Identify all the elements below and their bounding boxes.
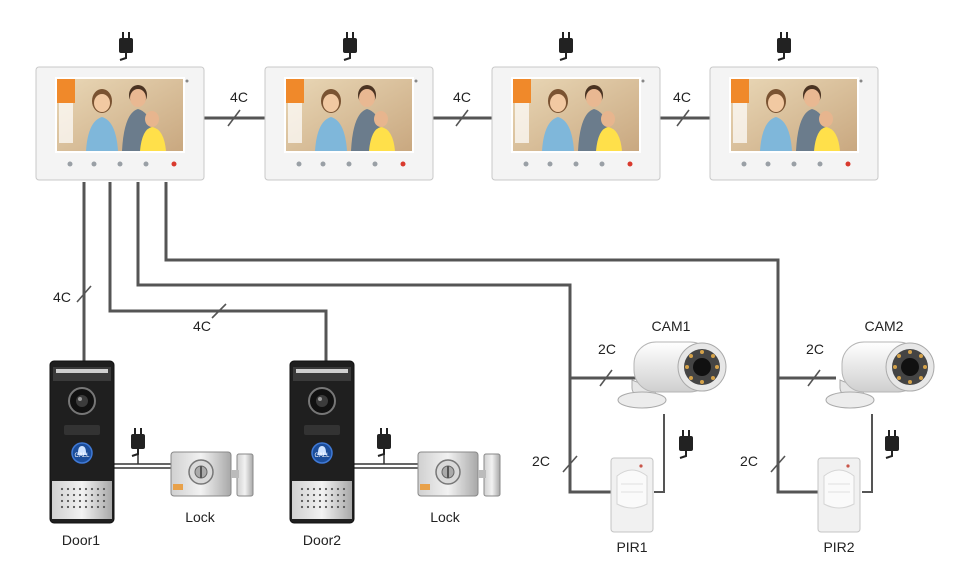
wire-pir2	[776, 378, 818, 494]
door-station-1	[49, 360, 115, 524]
monitor-3	[491, 66, 661, 181]
label-monitor-link-2: 4C	[453, 89, 471, 105]
power-adapter-icon	[130, 427, 146, 457]
door1-call-text: CALL	[74, 453, 90, 459]
label-lock-2: Lock	[430, 509, 461, 525]
tick-monitor-3-4	[676, 109, 690, 127]
tick-pir1	[562, 455, 578, 473]
pir-sensor-1	[610, 457, 654, 533]
label-door2-link: 4C	[193, 318, 211, 334]
pir-sensor-2	[817, 457, 861, 533]
tick-cam2	[807, 369, 821, 387]
power-adapter-icon	[558, 31, 574, 61]
door2-call-text: CALL	[314, 453, 330, 459]
label-monitor-link-3: 4C	[673, 89, 691, 105]
label-pir1-link: 2C	[532, 453, 550, 469]
power-adapter-icon	[884, 429, 900, 459]
tick-monitor-1-2	[227, 109, 241, 127]
power-adapter-icon	[342, 31, 358, 61]
wire-cam2	[164, 182, 836, 380]
wire-pir1	[568, 378, 612, 494]
tick-monitor-2-3	[455, 109, 469, 127]
monitor-1	[35, 66, 205, 181]
label-pir2-link: 2C	[740, 453, 758, 469]
tick-cam1	[599, 369, 613, 387]
tick-pir2	[770, 455, 786, 473]
camera-1	[617, 341, 727, 409]
power-adapter-icon	[776, 31, 792, 61]
power-adapter-icon	[118, 31, 134, 61]
wire-door2	[108, 182, 328, 362]
lock-wires	[112, 452, 418, 469]
label-cam1: CAM1	[652, 318, 691, 334]
label-door1: Door1	[62, 532, 100, 548]
label-lock-1: Lock	[185, 509, 216, 525]
wire-cam2-pir2-power	[862, 414, 873, 493]
power-adapter-icon	[376, 427, 392, 457]
tick-door2	[211, 303, 227, 319]
label-door1-link: 4C	[53, 289, 71, 305]
electric-lock-1	[170, 451, 254, 497]
monitor-2	[264, 66, 434, 181]
monitor-4	[709, 66, 879, 181]
label-pir2: PIR2	[823, 539, 854, 555]
label-cam2-link: 2C	[806, 341, 824, 357]
camera-2	[825, 341, 935, 409]
wire-cam1-pir1-power	[654, 414, 665, 493]
label-cam2: CAM2	[865, 318, 904, 334]
label-cam1-link: 2C	[598, 341, 616, 357]
power-adapter-icon	[678, 429, 694, 459]
label-monitor-link-1: 4C	[230, 89, 248, 105]
wire-ticks	[76, 109, 821, 473]
electric-lock-2	[417, 451, 501, 497]
label-door2: Door2	[303, 532, 341, 548]
labels: 4C 4C 4C 4C 4C 2C 2C 2C 2C Door1 Door2 L…	[53, 89, 904, 555]
label-pir1: PIR1	[616, 539, 647, 555]
wire-cam1	[136, 182, 636, 380]
door-station-2	[289, 360, 355, 524]
tick-door1	[76, 285, 92, 303]
